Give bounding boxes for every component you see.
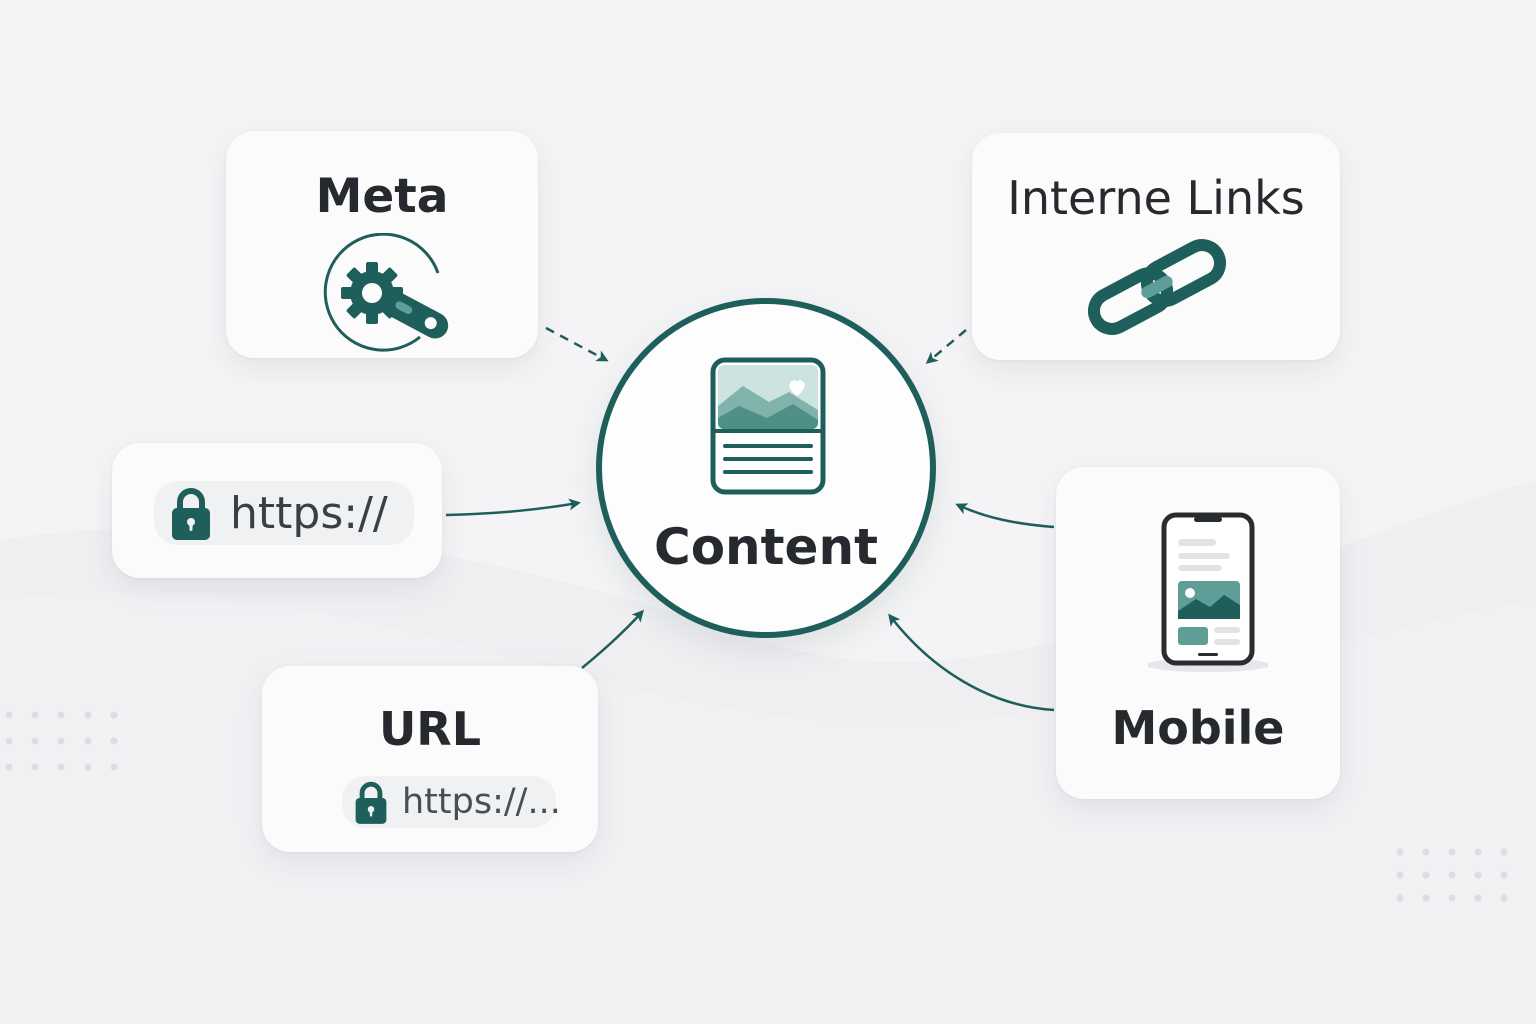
https-text: https://: [230, 487, 388, 539]
content-node: Content: [596, 298, 936, 638]
content-card-icon: [710, 357, 826, 495]
interne-links-card: Interne Links: [972, 133, 1340, 360]
url-address-pill: https://...: [342, 776, 561, 828]
decorative-dots-left: [5, 711, 118, 771]
url-text: https://...: [402, 782, 561, 822]
https-card: https://: [112, 443, 442, 578]
mobile-card: Mobile: [1056, 467, 1340, 799]
interne-links-title: Interne Links: [1007, 171, 1305, 225]
smartphone-icon: [1148, 512, 1268, 672]
lock-icon: [355, 781, 387, 824]
meta-title: Meta: [315, 169, 449, 224]
url-card: URL https://...: [262, 666, 598, 852]
gear-key-icon: [323, 233, 449, 352]
decorative-dots-right: [1396, 848, 1508, 902]
url-title: URL: [378, 702, 482, 756]
chain-link-icon: [1087, 239, 1227, 335]
mobile-title: Mobile: [1111, 701, 1285, 755]
https-address-pill: https://: [154, 481, 414, 545]
meta-card: Meta: [226, 131, 538, 358]
content-label: Content: [654, 518, 878, 576]
lock-icon: [172, 488, 210, 540]
